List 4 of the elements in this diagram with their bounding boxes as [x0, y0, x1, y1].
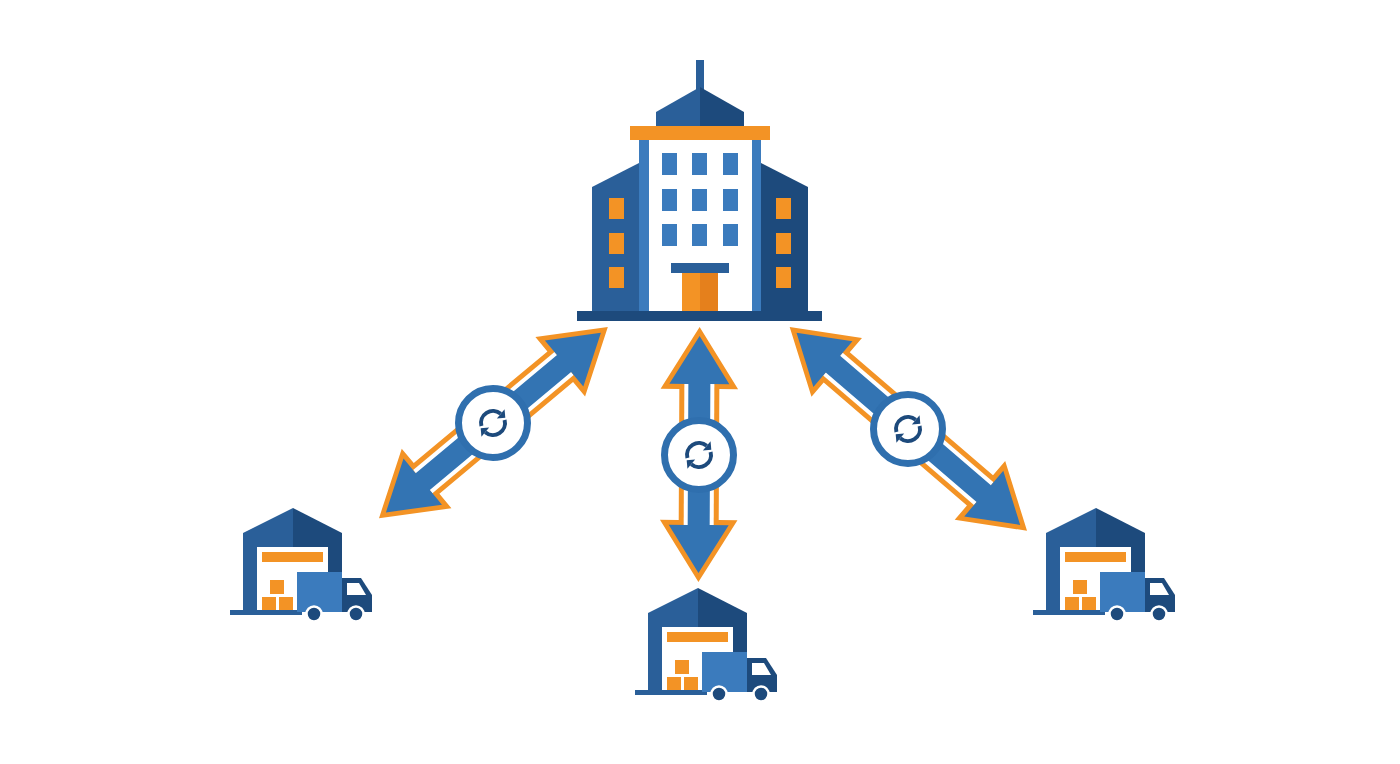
office-building-drawing [577, 60, 822, 321]
warehouse-truck-drawing [1033, 508, 1176, 624]
warehouse-truck-drawing [635, 588, 778, 704]
warehouse-truck-drawing [230, 508, 373, 624]
